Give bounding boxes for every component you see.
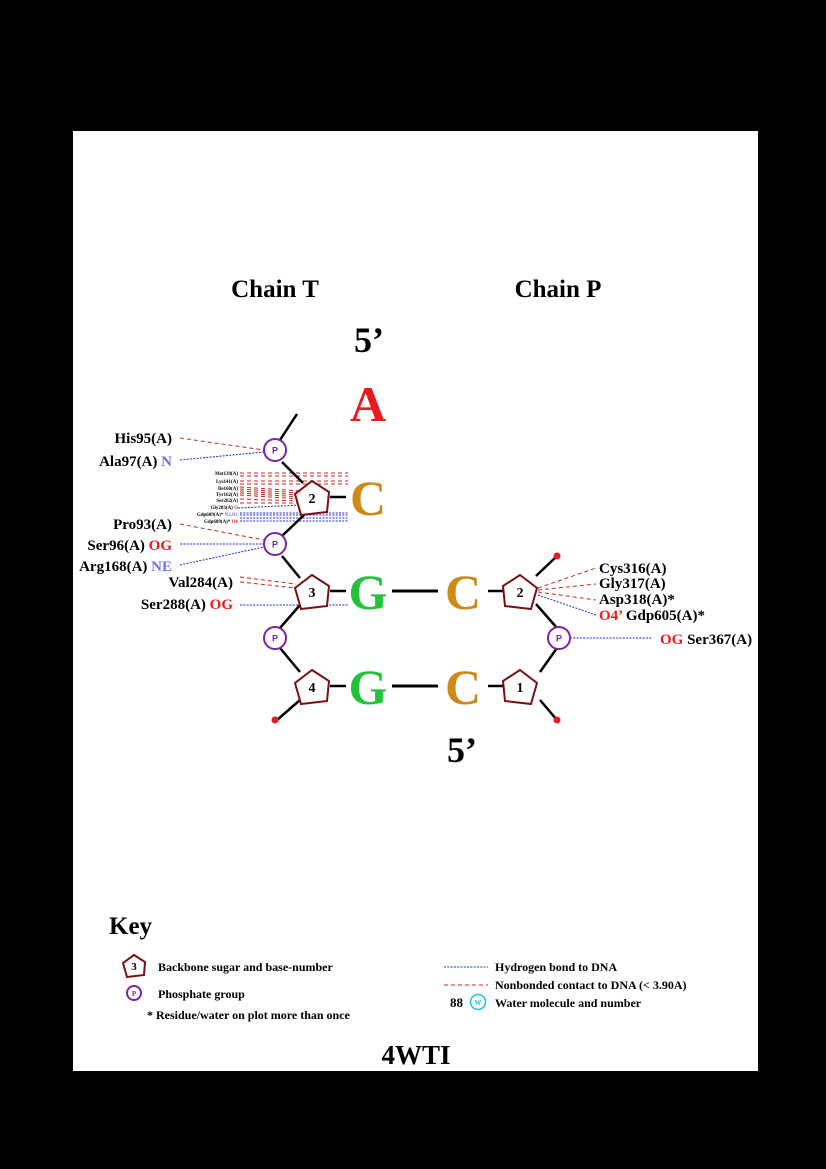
- svg-text:P: P: [272, 446, 278, 456]
- sugar2-contact-lines: [237, 472, 348, 522]
- key-sugar-symbol: 3: [121, 953, 147, 979]
- chain-t-title: Chain T: [231, 276, 319, 303]
- residue-ser288: Ser288(A) OG: [141, 597, 233, 613]
- sugar-t-2: 2: [293, 479, 331, 517]
- hbond-line-ala97: [179, 451, 265, 461]
- terminal-dot-p-bottom: [553, 716, 561, 724]
- residue-gdp605: O4’ Gdp605(A)*: [599, 608, 705, 624]
- chain-p-title: Chain P: [515, 276, 602, 303]
- pdb-code: 4WTI: [381, 1040, 450, 1070]
- key-phosphate-symbol: P: [126, 985, 142, 1001]
- nonbonded-line-asp318: [537, 591, 597, 601]
- nonbonded-line-gly317: [537, 583, 597, 591]
- base-t-c: C: [350, 470, 386, 526]
- base-t-g-3: G: [349, 564, 388, 620]
- svg-text:4: 4: [309, 681, 316, 696]
- residue-ser96: Ser96(A) OG: [87, 538, 172, 554]
- svg-text:P: P: [556, 634, 562, 644]
- residue-arg168: Arg168(A) NE: [79, 559, 172, 575]
- small-label-ser282: Ser282(A): [216, 499, 238, 504]
- hbond-line-gdp605: [537, 594, 597, 616]
- svg-text:P: P: [132, 990, 137, 998]
- key-phosphate-label: Phosphate group: [158, 987, 245, 1001]
- sugar-p-2: 2: [501, 573, 539, 611]
- residue-asp318: Asp318(A)*: [599, 592, 675, 608]
- base-t-g-4: G: [349, 659, 388, 715]
- chain-p-backbone: [488, 555, 559, 721]
- terminal-dot-p-top: [553, 552, 561, 560]
- phosphate-t-1: P: [263, 438, 287, 462]
- five-prime-bottom: 5’: [447, 730, 477, 770]
- five-prime-top: 5’: [354, 320, 384, 360]
- svg-text:1: 1: [517, 681, 524, 696]
- key-title: Key: [109, 913, 153, 940]
- page-panel: [73, 131, 758, 1071]
- residue-gly317: Gly317(A): [599, 576, 666, 592]
- svg-text:3: 3: [131, 961, 137, 973]
- key-water-number: 88: [450, 995, 464, 1010]
- residue-his95: His95(A): [115, 431, 173, 447]
- svg-text:W: W: [475, 999, 482, 1007]
- phosphate-t-3: P: [263, 626, 287, 650]
- base-t-a: A: [350, 376, 386, 432]
- chain-t-backbone: [276, 413, 346, 721]
- small-label-ile160: Ile160(A): [218, 487, 238, 492]
- small-label-lys141: Lys141(A): [216, 480, 238, 485]
- nonbonded-line-val284-a: [239, 576, 297, 585]
- svg-text:2: 2: [517, 586, 524, 601]
- sugar-t-4: 4: [293, 668, 331, 706]
- phosphate-p-1: P: [547, 626, 571, 650]
- nonbonded-line-pro93: [179, 523, 265, 541]
- residue-ala97: Ala97(A) N: [99, 454, 172, 470]
- residue-val284: Val284(A): [169, 575, 233, 591]
- nonbonded-line-val284-b: [239, 581, 297, 589]
- key-water-symbol: W: [469, 993, 487, 1011]
- key-backbone-label: Backbone sugar and base-number: [158, 960, 333, 974]
- key-hbond-label: Hydrogen bond to DNA: [495, 960, 617, 974]
- small-label-gdp609-a: Gdp609(A)* N2,N1: [197, 513, 239, 518]
- small-label-tyr162: Tyr162(A): [216, 493, 238, 498]
- sugar-t-3: 3: [293, 573, 331, 611]
- sugar-p-1: 1: [501, 668, 539, 706]
- svg-text:P: P: [272, 540, 278, 550]
- residue-ser367: OG Ser367(A): [660, 632, 752, 648]
- hbond-line-arg168: [179, 546, 265, 566]
- small-label-gdp609-b: Gdp609(A)* O6: [204, 520, 239, 525]
- terminal-dot-t-bottom: [271, 716, 279, 724]
- phosphate-t-2: P: [263, 532, 287, 556]
- residue-cys316: Cys316(A): [599, 561, 667, 577]
- svg-text:2: 2: [309, 492, 316, 507]
- nonbonded-line-his95: [179, 437, 265, 451]
- key-water-label: Water molecule and number: [495, 996, 642, 1010]
- small-label-met139: Met139(A): [215, 472, 238, 477]
- nonbonded-line-cys316: [537, 567, 597, 589]
- residue-pro93: Pro93(A): [113, 517, 172, 533]
- small-label-gly283: Gly283(A) O: [211, 506, 238, 511]
- key-repeat-note: * Residue/water on plot more than once: [147, 1008, 351, 1022]
- key-nonbonded-label: Nonbonded contact to DNA (< 3.90A): [495, 978, 687, 992]
- svg-text:3: 3: [309, 586, 316, 601]
- base-p-c-1: C: [445, 659, 481, 715]
- base-p-c-2: C: [445, 564, 481, 620]
- svg-text:P: P: [272, 634, 278, 644]
